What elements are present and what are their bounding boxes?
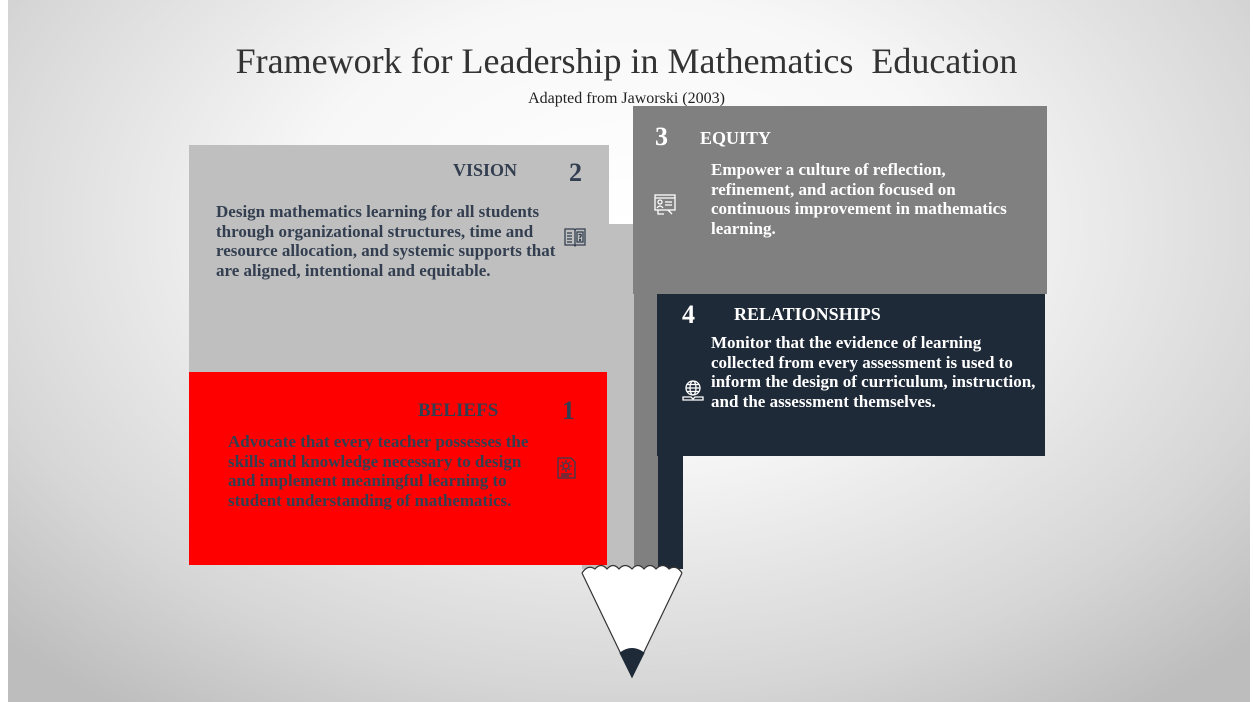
beliefs-label: BELIEFS [418, 400, 499, 421]
relationships-label: RELATIONSHIPS [734, 304, 881, 324]
beliefs-text: Advocate that every teacher possesses th… [228, 432, 529, 510]
relationships-number: 4 [682, 300, 695, 329]
gear-document-icon [553, 455, 579, 481]
equity-label: EQUITY [700, 128, 772, 148]
relationships-panel [657, 294, 1045, 456]
vision-label: VISION [453, 160, 518, 180]
book-question-icon [562, 224, 588, 250]
vision-panel [189, 145, 609, 373]
pencil-shaft-equity [634, 290, 658, 569]
beliefs-panel [189, 372, 607, 565]
equity-text: Empower a culture of reflection, refinem… [711, 160, 1007, 238]
page-subtitle: Adapted from Jaworski (2003) [528, 90, 725, 107]
pencil-shaft-relationships [658, 450, 683, 569]
relationships-text: Monitor that the evidence of learning co… [711, 333, 1036, 411]
globe-book-icon [680, 378, 706, 404]
pencil-tip [581, 564, 683, 679]
profile-card-icon [652, 191, 678, 217]
equity-panel [633, 106, 1047, 294]
equity-number: 3 [655, 122, 668, 151]
beliefs-number: 1 [562, 396, 575, 425]
vision-text: Design mathematics learning for all stud… [216, 202, 556, 280]
vision-number: 2 [569, 158, 582, 187]
page-title: Framework for Leadership in Mathematics … [235, 41, 1018, 81]
